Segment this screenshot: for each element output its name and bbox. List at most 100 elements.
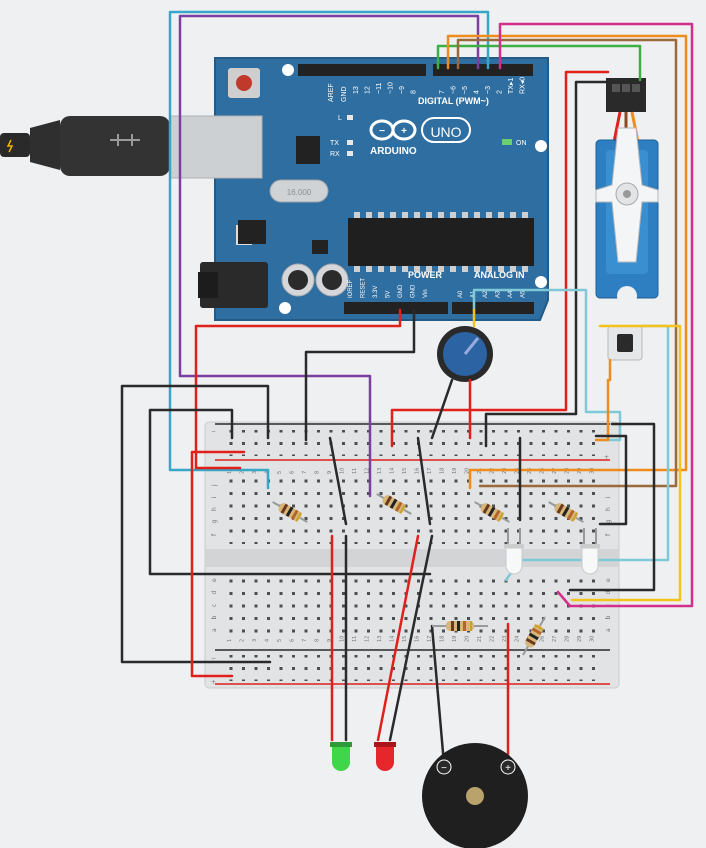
bb-row-letter: d <box>211 591 218 595</box>
bb-col-number: 8 <box>315 639 321 642</box>
bb-col-number: 19 <box>452 636 458 642</box>
digital-pin-label: 13 <box>353 86 360 94</box>
bb-row-letter: a <box>211 628 218 632</box>
wire-cyan-pin3 <box>168 10 490 490</box>
bb-col-number: 18 <box>440 636 446 642</box>
bb-col-number: 7 <box>302 639 308 642</box>
digital-pin-label: 12 <box>365 86 372 94</box>
wire-black-buzzer <box>430 624 446 766</box>
bb-col-number: 13 <box>377 636 383 642</box>
bb-col-number: 5 <box>277 639 283 642</box>
bb-col-number: 9 <box>327 639 333 642</box>
resistor-4 <box>548 501 584 523</box>
bb-col-number: 17 <box>427 468 433 474</box>
power-header-label: POWER <box>408 270 443 280</box>
resistor-5 <box>432 621 488 631</box>
on-led-label: ON <box>516 140 527 147</box>
wires <box>120 10 694 766</box>
rail-plus-bottom: + <box>211 679 216 686</box>
bb-col-number: 14 <box>390 636 396 642</box>
bb-col-number: 13 <box>377 468 383 474</box>
bb-row-letter: b <box>211 616 218 620</box>
svg-text:+: + <box>401 126 407 137</box>
bb-row-letter: i <box>605 497 612 499</box>
bb-col-number: 7 <box>302 471 308 474</box>
wire-lightblue-a0 <box>472 288 622 442</box>
wire-red-servo-vcc <box>390 70 610 448</box>
green-led <box>330 742 352 771</box>
white-led-1 <box>504 528 524 575</box>
wire-red-led-red <box>376 534 420 742</box>
bb-col-number: 30 <box>590 636 596 642</box>
bb-col-number: 14 <box>390 468 396 474</box>
resistor-6 <box>522 616 546 656</box>
bb-col-number: 5 <box>277 471 283 474</box>
wire-black-servo-gnd <box>484 80 616 448</box>
bb-col-number: 16 <box>415 636 421 642</box>
bb-col-number: 12 <box>365 468 371 474</box>
bb-col-number: 28 <box>565 636 571 642</box>
rail-minus-top: − <box>211 428 216 435</box>
power-pin-label: 5V <box>386 291 392 298</box>
power-pin-label: GND <box>411 284 417 298</box>
wire-black-right-short <box>594 434 628 526</box>
potentiometer <box>437 326 493 382</box>
analog-pin-label: A3 <box>496 290 502 298</box>
bb-col-number: 20 <box>465 468 471 474</box>
bb-row-letter: j <box>211 484 218 487</box>
digital-pin-label: 4 <box>474 90 481 94</box>
digital-pin-label: ~6 <box>451 86 458 94</box>
wire-brown-pin5 <box>456 38 678 488</box>
bb-row-letter: a <box>605 628 612 632</box>
bb-col-number: 11 <box>352 636 358 642</box>
wire-pot-left <box>430 378 454 440</box>
wire-magenta-pin2 <box>498 22 694 608</box>
bb-row-letter: i <box>211 497 218 499</box>
bb-col-number: 1 <box>227 471 233 474</box>
digital-pin-label: RX◂0 <box>520 77 527 94</box>
bb-col-number: 2 <box>240 639 246 642</box>
bb-col-number: 11 <box>352 468 358 474</box>
bb-row-letter: d <box>605 591 612 595</box>
analog-pin-label: A0 <box>458 290 464 298</box>
wire-black-jumper-2 <box>328 436 348 526</box>
rail-minus-bottom: − <box>211 655 216 662</box>
digital-pin-label: 2 <box>497 90 504 94</box>
bb-col-number: 15 <box>402 468 408 474</box>
white-led-2 <box>580 528 600 575</box>
resistors <box>272 493 584 656</box>
power-pin-label: Vin <box>423 289 429 298</box>
rail-plus-top: + <box>604 454 609 461</box>
resistor-3 <box>474 501 510 523</box>
bb-col-number: 17 <box>427 636 433 642</box>
bb-col-number: 6 <box>290 639 296 642</box>
analog-header-label: ANALOG IN <box>474 270 525 280</box>
buzzer-plus-label: + <box>505 763 511 774</box>
bb-col-number: 8 <box>315 471 321 474</box>
power-pin-label: IOREF <box>348 279 354 298</box>
bb-col-number: 9 <box>327 471 333 474</box>
power-pin-label: RESET <box>361 278 367 298</box>
wire-orange-button <box>594 358 612 442</box>
bb-row-letter: g <box>605 520 612 524</box>
digital-pin-label: ~11 <box>376 83 383 94</box>
bb-col-number: 3 <box>252 471 258 474</box>
wire-red-rail-bottom <box>190 450 246 678</box>
bb-col-number: 19 <box>452 468 458 474</box>
bb-row-letter: h <box>211 507 218 511</box>
bb-col-number: 23 <box>502 636 508 642</box>
bb-row-letter: e <box>211 578 218 582</box>
bb-col-number: 12 <box>365 636 371 642</box>
wire-black-gnd <box>304 308 416 442</box>
crystal-label: 16.000 <box>287 188 312 197</box>
bb-row-letter: e <box>605 578 612 582</box>
bb-col-number: 21 <box>477 636 483 642</box>
wire-black-jumper-3 <box>416 436 432 526</box>
led-rx-label: RX <box>330 151 340 158</box>
bb-col-number: 27 <box>552 636 558 642</box>
